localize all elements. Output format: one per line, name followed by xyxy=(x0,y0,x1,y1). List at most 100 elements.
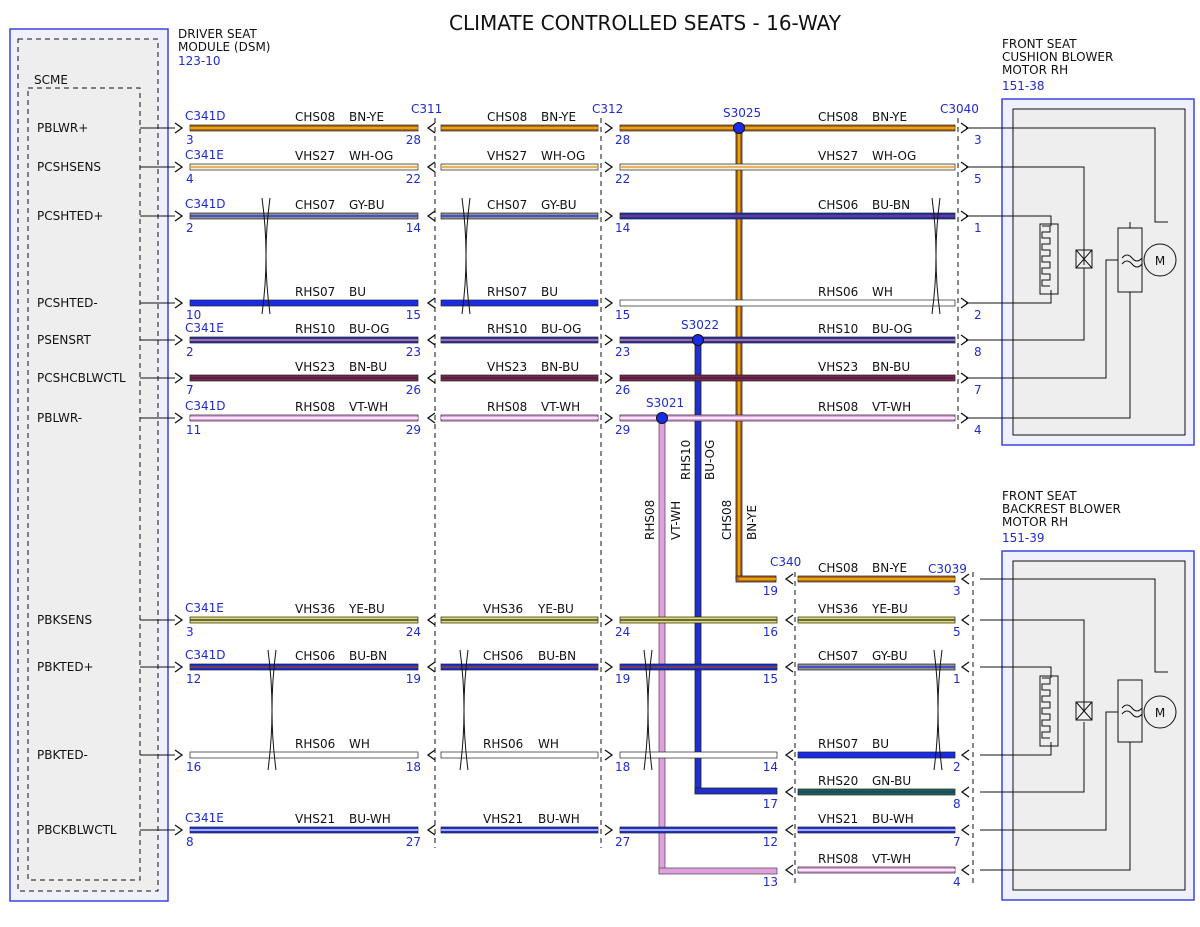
dsm-label-line2: MODULE (DSM) xyxy=(178,40,270,54)
pin-number: 18 xyxy=(406,760,421,774)
color-label: BU-OG xyxy=(872,322,912,336)
pin-number: 12 xyxy=(186,672,201,686)
dsm-pin-label: PBKSENS xyxy=(37,613,92,627)
arrow xyxy=(174,334,184,346)
circuit-label: CHS07 xyxy=(818,649,858,663)
pin-number: 1 xyxy=(953,672,961,686)
splice-s3025 xyxy=(733,122,745,134)
color-label: WH-OG xyxy=(872,149,916,163)
circuit-label: CHS08 xyxy=(487,110,527,124)
circuit-label: RHS07 xyxy=(295,285,335,299)
dsm-pin-label: PCSHCBLWCTL xyxy=(37,371,126,385)
pin-number: 4 xyxy=(186,172,194,186)
cushion-motor-line2: CUSHION BLOWER xyxy=(1002,50,1113,64)
arrow xyxy=(604,372,614,384)
arrow xyxy=(604,412,614,424)
arrow xyxy=(174,412,184,424)
dsm-pin-label: PCSHTED+ xyxy=(37,209,103,223)
pin-number: 2 xyxy=(186,345,194,359)
pin-number: 2 xyxy=(953,760,961,774)
color-label: BU-BN xyxy=(872,198,910,212)
pin-number: 3 xyxy=(186,625,194,639)
backrest-internal-wire xyxy=(980,666,1052,678)
pin-number: 16 xyxy=(763,625,778,639)
pin-number: 14 xyxy=(763,760,778,774)
arrow xyxy=(604,824,614,836)
twist-marker xyxy=(933,649,943,771)
color-label: GN-BU xyxy=(872,774,911,788)
arrow xyxy=(604,334,614,346)
connector-label: C341E xyxy=(185,601,224,615)
backrest-motor-inner xyxy=(1012,560,1186,891)
circuit-label: RHS10 xyxy=(295,322,335,336)
cushion-internal-wire xyxy=(966,268,1085,341)
pin-number: 2 xyxy=(974,308,982,322)
diagram-title: CLIMATE CONTROLLED SEATS - 16-WAY xyxy=(449,11,842,35)
arrow xyxy=(604,749,614,761)
rhs08-to-c340 xyxy=(658,867,778,875)
arrow xyxy=(784,749,794,761)
arrow xyxy=(174,210,184,222)
circuit-label: CHS06 xyxy=(818,198,858,212)
circuit-label: VHS27 xyxy=(487,149,527,163)
pin-number: 24 xyxy=(406,625,421,639)
pin-number: 15 xyxy=(615,308,630,322)
cushion-internal-wire xyxy=(966,259,1118,379)
pin-number: 14 xyxy=(406,221,421,235)
connector-label: C341E xyxy=(185,148,224,162)
backrest-fan-waves xyxy=(1121,704,1143,718)
connector-label: C341D xyxy=(185,109,226,123)
pin-number: 22 xyxy=(406,172,421,186)
pin-number: 7 xyxy=(186,383,194,397)
backrest-internal-wire xyxy=(980,578,1168,673)
dsm-ref: 123-10 xyxy=(178,54,221,68)
arrow xyxy=(174,824,184,836)
dsm-pin-label: PBLWR+ xyxy=(37,121,88,135)
dsm-pin-label: PBKTED+ xyxy=(37,660,94,674)
backrest-motor-symbol: M xyxy=(1155,706,1165,720)
color-label: YE-BU xyxy=(537,602,574,616)
circuit-label: RHS06 xyxy=(483,737,523,751)
color-label: BU xyxy=(349,285,366,299)
arrow xyxy=(784,824,794,836)
pin-number: 23 xyxy=(615,345,630,359)
c311-label: C311 xyxy=(411,102,442,116)
connector-label: C341E xyxy=(185,321,224,335)
cushion-sensor-icon xyxy=(1075,249,1093,269)
arrow xyxy=(174,661,184,673)
cushion-motor-line3: MOTOR RH xyxy=(1002,63,1068,77)
vlabel-chs08: CHS08 xyxy=(720,500,734,540)
vlabel-chs08-color: BN-YE xyxy=(745,505,759,540)
circuit-label: RHS20 xyxy=(818,774,858,788)
arrow xyxy=(960,614,970,626)
connector-label: C341E xyxy=(185,811,224,825)
splice-s3022 xyxy=(692,334,704,346)
arrow xyxy=(174,161,184,173)
splice-s3021-label: S3021 xyxy=(646,396,684,410)
circuit-label: RHS07 xyxy=(487,285,527,299)
arrow xyxy=(174,749,184,761)
vertical-wire-rhs10 xyxy=(694,339,702,794)
cushion-motor-symbol: M xyxy=(1155,254,1165,268)
circuit-label: VHS21 xyxy=(483,812,523,826)
pin-number: 3 xyxy=(953,584,961,598)
backrest-heater-icon xyxy=(1041,677,1051,739)
color-label: WH-OG xyxy=(349,149,393,163)
pin-number: 2 xyxy=(186,221,194,235)
arrow xyxy=(960,824,970,836)
pin-number: 3 xyxy=(974,133,982,147)
arrow xyxy=(426,122,436,134)
pin-number: 19 xyxy=(615,672,630,686)
driver-seat-module: SCME DRIVER SEAT MODULE (DSM) 123-10 PBL… xyxy=(9,27,270,902)
color-label: BN-BU xyxy=(541,360,579,374)
color-label: BU xyxy=(872,737,889,751)
pin-number: 8 xyxy=(186,835,194,849)
backrest-internal-wire xyxy=(980,711,1118,831)
arrow xyxy=(426,334,436,346)
connector-label: C341D xyxy=(185,399,226,413)
rhs10-to-c340 xyxy=(694,787,778,795)
backrest-sensor-icon xyxy=(1075,701,1093,721)
color-label: BU-BN xyxy=(538,649,576,663)
